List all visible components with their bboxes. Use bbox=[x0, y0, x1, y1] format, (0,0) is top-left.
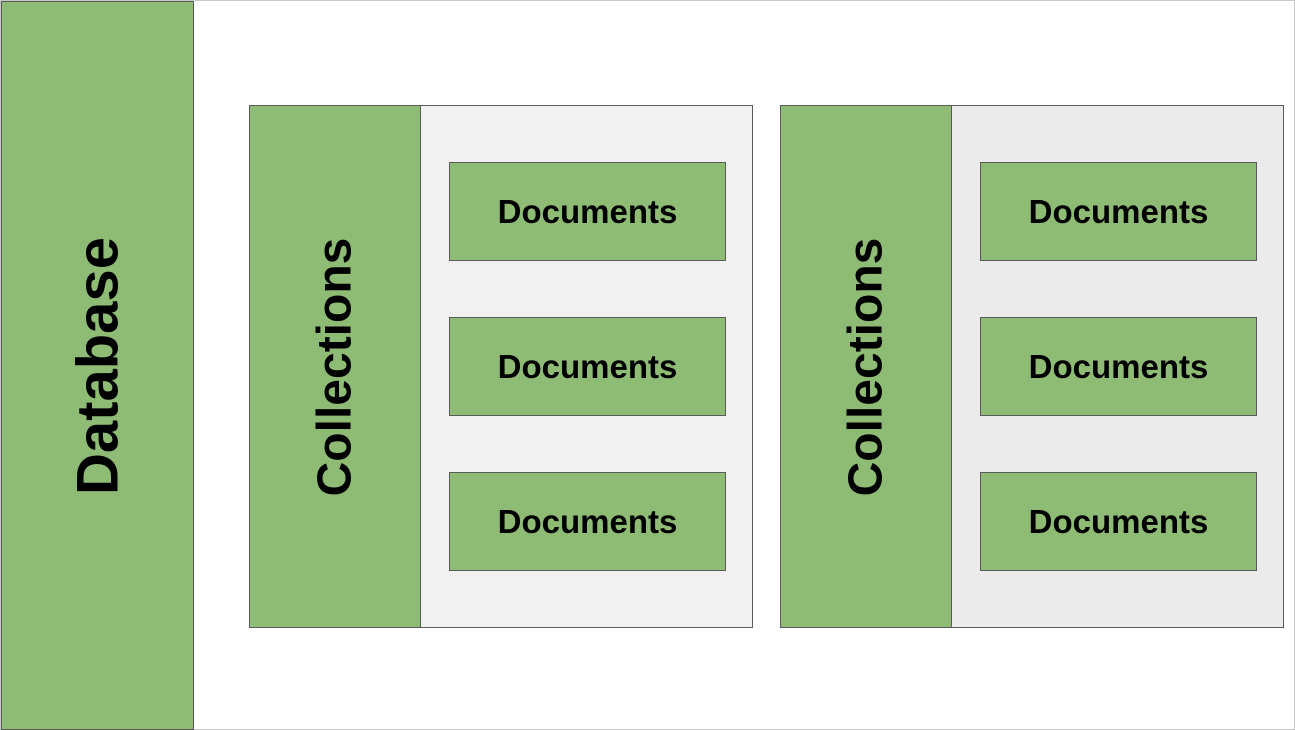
document-label: Documents bbox=[1028, 192, 1209, 230]
collection-label: Collections bbox=[839, 237, 893, 496]
document-label: Documents bbox=[497, 192, 678, 230]
database-node: Database bbox=[1, 1, 194, 730]
document-node: Documents bbox=[980, 317, 1257, 416]
document-label: Documents bbox=[1028, 347, 1209, 385]
document-node: Documents bbox=[449, 472, 726, 571]
document-label: Documents bbox=[497, 347, 678, 385]
database-label: Database bbox=[65, 236, 130, 495]
collection-node-1: Collections bbox=[249, 105, 421, 628]
collection-group-1: Collections Documents Documents Document… bbox=[249, 105, 753, 628]
document-node: Documents bbox=[980, 162, 1257, 261]
document-node: Documents bbox=[449, 317, 726, 416]
document-label: Documents bbox=[1028, 502, 1209, 540]
collection-node-2: Collections bbox=[780, 105, 952, 628]
document-node: Documents bbox=[449, 162, 726, 261]
collection-group-2: Collections Documents Documents Document… bbox=[780, 105, 1284, 628]
collection-label: Collections bbox=[308, 237, 362, 496]
document-label: Documents bbox=[497, 502, 678, 540]
document-node: Documents bbox=[980, 472, 1257, 571]
